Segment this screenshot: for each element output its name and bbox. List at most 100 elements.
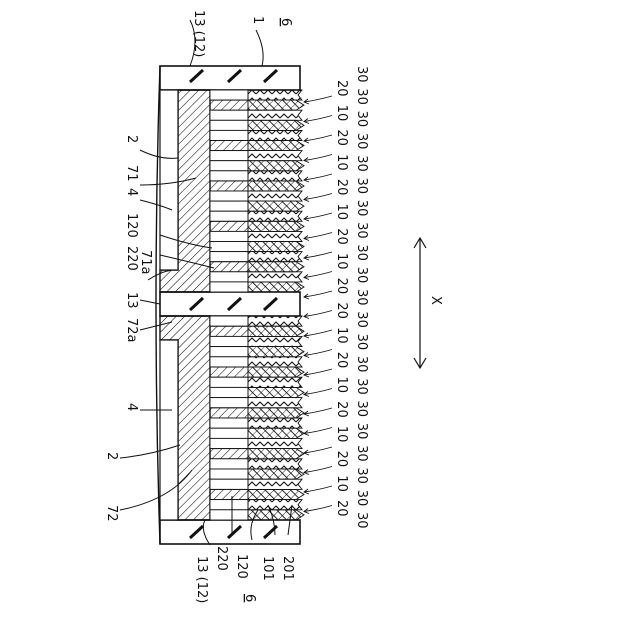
column-label: 30 [354,178,369,195]
column-label: 30 [354,512,369,529]
column-label: 30 [354,334,369,351]
column-label: 20 [334,352,349,369]
stack-cell-right [248,221,304,231]
label-upper-4: 4 [124,188,139,196]
stack-cell-right [248,262,304,272]
column-label: 20 [334,129,349,146]
stack-cell-left [210,316,248,326]
stack-cell-left [210,130,248,140]
label-upper-71a: 71a [138,250,153,275]
column-label: 20 [334,451,349,468]
stack-cell-left [210,272,248,282]
stack-cell-right [248,161,304,171]
stack-cell-right [248,90,302,100]
label-stack-6-bottom: 6 [242,594,257,602]
label-assembly-1: 1 [250,16,265,24]
stack-cell-right [248,201,304,211]
stack-cell-right [248,151,302,161]
label-top-layer: 13 (12) [191,10,206,57]
upper-region-4 [160,90,178,270]
column-label: 30 [354,423,369,440]
column-label: 30 [354,222,369,239]
stack-cell-right [248,181,304,191]
stack-cell-right [248,141,304,151]
stack-cell-left [210,231,248,241]
label-bottom-120: 120 [234,554,249,579]
stack-cell-right [248,489,304,499]
stack-cell-left [210,347,248,357]
leader-arrow [304,291,332,297]
label-bottom-layer: 13 (12) [194,556,209,603]
stack-cell-right [248,130,302,140]
stack-cell-left [210,326,248,336]
stack-cell-left [210,367,248,377]
stack-cell-left [210,489,248,499]
stack-cell-right [248,469,304,479]
column-label: 30 [354,244,369,261]
stack-cell-left [210,398,248,408]
stack-cell-left [210,100,248,110]
label-bottom-201: 201 [280,556,295,581]
leader-arrow [304,96,332,102]
stack-cell-left [210,336,248,346]
center-insulator-layer [160,292,300,316]
stack-cell-right [248,120,304,130]
right-column-b-labels: 3030303030303030303030303030303030303030… [354,66,369,529]
column-label: 20 [334,302,349,319]
label-lower-2: 2 [104,452,119,460]
stack-cell-right [248,231,302,241]
column-label: 30 [354,155,369,172]
stack-cell-right [248,500,302,510]
leader-arrow [304,350,332,356]
column-label: 20 [334,179,349,196]
leader-arrow [304,252,332,258]
stack-cell-left [210,428,248,438]
column-label: 30 [354,378,369,395]
column-label: 30 [354,267,369,284]
stack-cell-right [248,428,304,438]
right-leader-arrows [304,96,332,514]
lower-electrode-stack [210,316,304,520]
column-label: 30 [354,289,369,306]
stack-cell-right [248,387,304,397]
label-lower-72a: 72a [124,318,139,343]
stack-cell-right [248,282,304,292]
stack-cell-left [210,500,248,510]
column-label: 30 [354,467,369,484]
stack-cell-right [248,316,302,326]
label-direction-x: X [428,296,443,305]
column-label: 20 [334,278,349,295]
leader-arrow [304,447,332,453]
leader-arrow [304,135,332,141]
column-label: 30 [354,356,369,373]
label-bottom-220: 220 [214,546,229,571]
leader-arrow [304,369,332,375]
bottom-insulator-layer [160,520,300,544]
stack-cell-left [210,262,248,272]
stack-cell-left [210,242,248,252]
stack-cell-left [210,151,248,161]
stack-cell-left [210,252,248,262]
stack-cell-right [248,418,302,428]
label-stack-6-top: 6 [278,18,293,26]
stack-cell-right [248,211,302,221]
column-label: 10 [334,376,349,393]
column-label: 10 [334,154,349,171]
stack-cell-left [210,110,248,120]
leader-arrow [304,506,332,512]
leader-arrow [304,272,332,278]
column-label: 20 [334,80,349,97]
stack-cell-left [210,211,248,221]
stack-cell-right [248,326,304,336]
stack-cell-right [248,336,302,346]
stack-cell-left [210,191,248,201]
upper-electrode-stack [210,90,304,292]
stack-cell-left [210,459,248,469]
stack-cell-left [210,438,248,448]
column-label: 30 [354,401,369,418]
stack-cell-left [210,418,248,428]
stack-cell-right [248,191,302,201]
top-insulator-layer [160,66,300,90]
stack-cell-left [210,469,248,479]
